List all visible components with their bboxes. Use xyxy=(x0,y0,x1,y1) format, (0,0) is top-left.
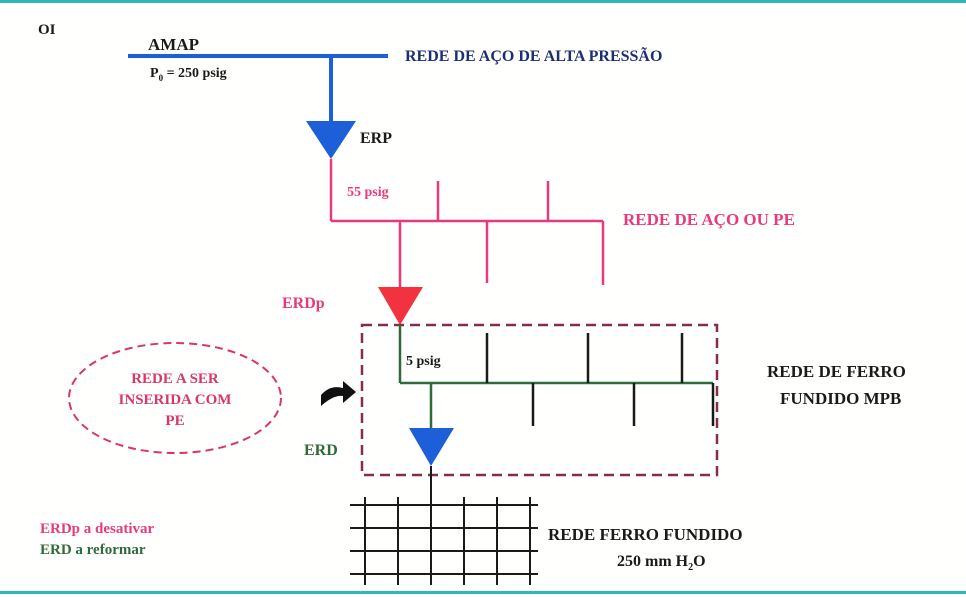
legend-erd: ERD a reformar xyxy=(40,542,146,558)
erp-label: ERP xyxy=(360,130,392,147)
low-pressure-network-label-line1: REDE FERRO FUNDIDO xyxy=(548,525,743,544)
mpb-network-label-line2: FUNDIDO MPB xyxy=(780,389,901,408)
erp-regulator-icon xyxy=(306,121,356,159)
supply-pressure: P0 = 250 psig xyxy=(150,66,227,83)
mpb-network-boundary xyxy=(360,323,719,477)
legend-erdp: ERDp a desativar xyxy=(40,521,155,537)
green-pressure-label: 5 psig xyxy=(406,354,441,369)
insert-pe-line1: REDE A SER xyxy=(131,371,219,387)
insert-pe-line2: INSERIDA COM xyxy=(119,392,232,408)
low-pressure-grid xyxy=(350,497,538,585)
steel-pe-network-label: REDE DE AÇO OU PE xyxy=(623,210,795,229)
insert-pe-line3: PE xyxy=(165,413,184,429)
mpb-network-label-line1: REDE DE FERRO xyxy=(767,362,906,381)
network-diagram: OI AMAP P0 = 250 psig REDE DE AÇO DE ALT… xyxy=(38,22,906,585)
arrow-right-icon xyxy=(321,381,356,406)
erdp-label: ERDp xyxy=(282,295,325,312)
insert-pe-ellipse xyxy=(68,342,282,454)
erdp-regulator-icon xyxy=(378,287,423,325)
supply-name: AMAP xyxy=(148,35,199,54)
erd-regulator-icon xyxy=(409,428,454,466)
erd-label: ERD xyxy=(304,442,338,459)
corner-label: OI xyxy=(38,22,56,38)
pink-pressure-label: 55 psig xyxy=(347,185,389,200)
high-pressure-network-label: REDE DE AÇO DE ALTA PRESSÃO xyxy=(405,46,662,65)
low-pressure-network-label-line2: 250 mm H2O xyxy=(617,553,706,573)
